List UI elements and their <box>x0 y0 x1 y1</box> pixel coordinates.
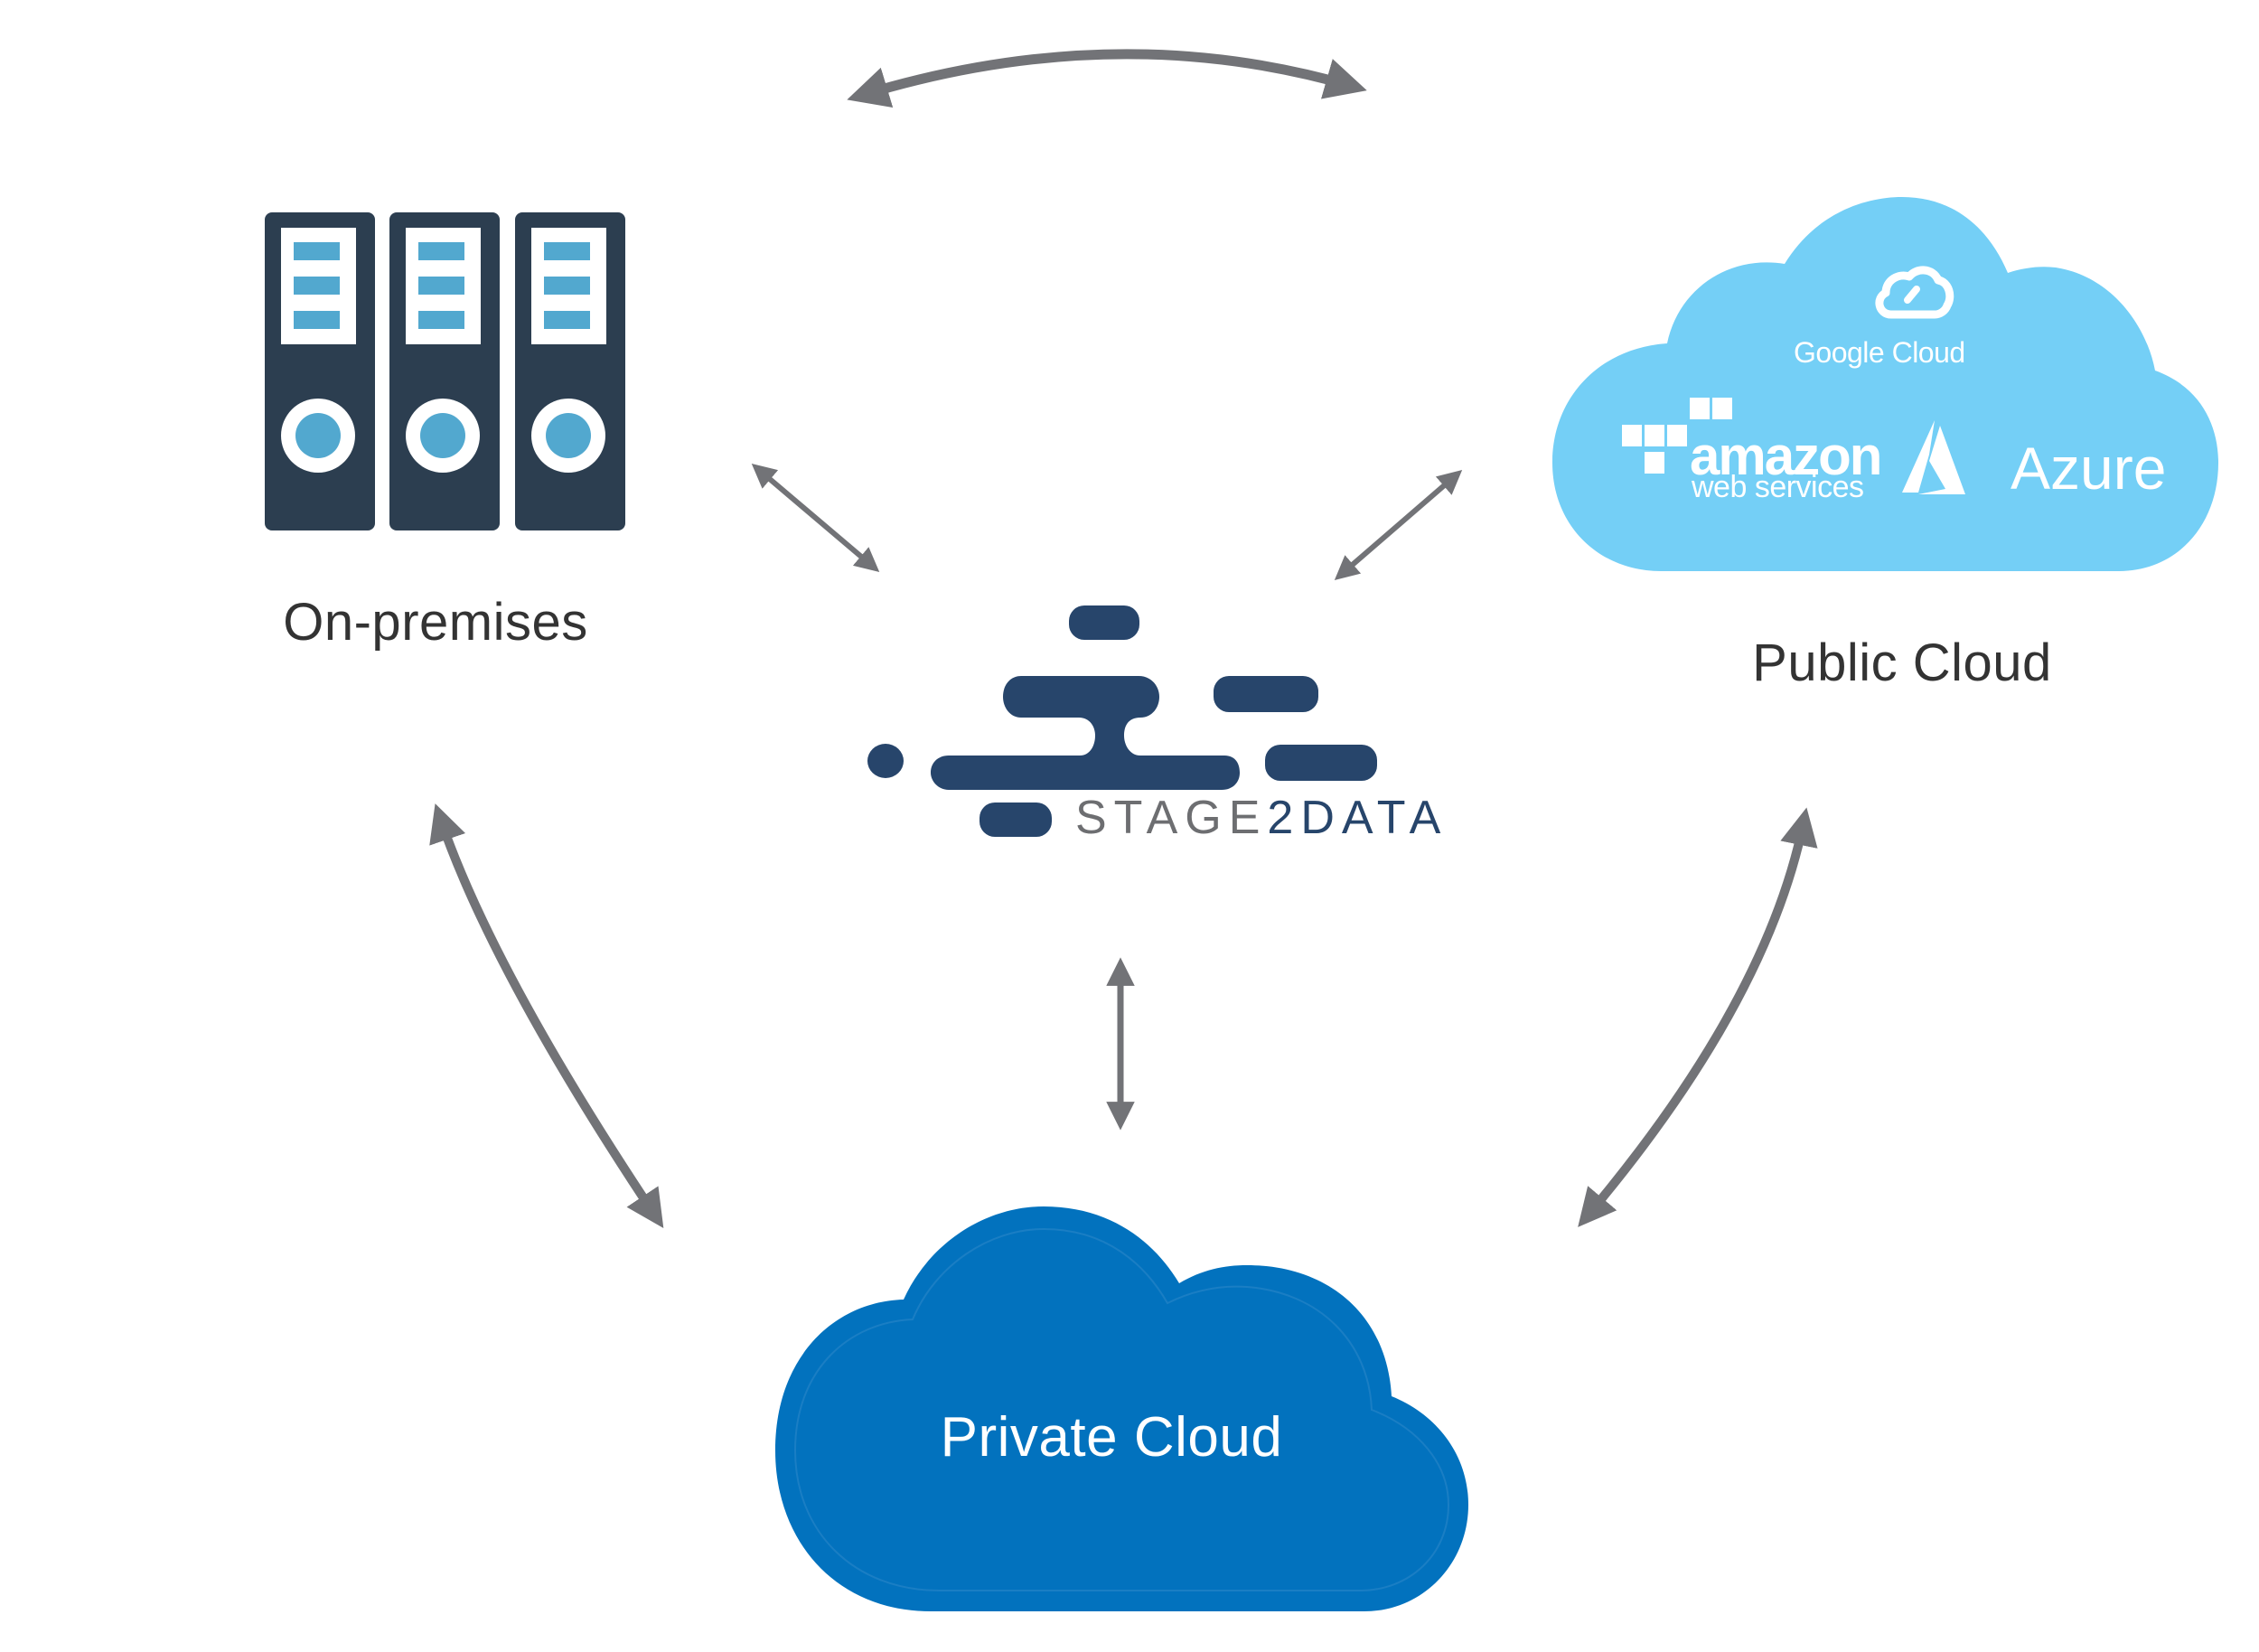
arrow-public-hub <box>1334 469 1463 581</box>
google-cloud-icon <box>1875 266 1954 319</box>
brand-part-stage: STAGE <box>1075 792 1268 844</box>
private-cloud-shape <box>775 1206 1468 1611</box>
server-icon <box>515 212 625 530</box>
arrow-onprem-public <box>847 49 1367 108</box>
aws-subtext: web services <box>1692 470 1864 504</box>
azure-text: Azure <box>2011 435 2167 502</box>
amazon-text: amazon <box>1690 426 1882 486</box>
aws-cubes-icon <box>1622 398 1732 474</box>
private-cloud-inner-outline <box>793 1227 1450 1591</box>
server-rack-icon <box>265 212 625 530</box>
on-premises-label: On-premises <box>283 593 588 652</box>
arrow-public-private <box>1578 807 1818 1227</box>
azure-icon <box>1902 420 1965 494</box>
public-cloud-label: Public Cloud <box>1752 634 2052 692</box>
private-cloud-label: Private Cloud <box>940 1406 1283 1469</box>
public-cloud-shape <box>1552 197 2218 571</box>
brand-part-2data: 2DATA <box>1267 792 1448 844</box>
arrow-onprem-hub <box>751 464 880 572</box>
server-icon <box>389 212 500 530</box>
arrow-onprem-private <box>429 803 664 1228</box>
stage2data-wordmark: STAGE2DATA <box>1075 791 1448 845</box>
stage2data-logo <box>867 605 1377 837</box>
google-cloud-text: Google Cloud <box>1794 336 1965 369</box>
server-icon <box>265 212 375 530</box>
